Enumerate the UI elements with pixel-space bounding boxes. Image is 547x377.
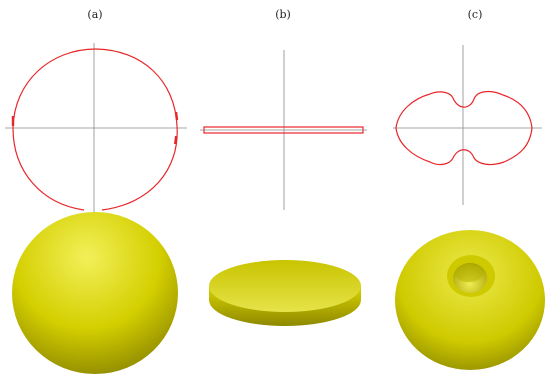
surface-render-b [209,260,361,326]
contour-plot-a [5,43,187,212]
contour-plot-c [393,45,542,205]
sphere-surface [12,212,178,374]
contour-tick-right2-a [174,135,177,145]
panel-label-a: (a) [87,8,103,21]
contour-tick-right-a [174,111,179,121]
surface-render-a [12,212,178,374]
contour-plot-b [200,50,367,210]
oblate-surface [395,230,545,370]
dimple-shadow [455,264,483,282]
contour-curve-a [12,48,178,211]
panel-label-c: (c) [467,8,483,21]
disc-top [209,260,361,312]
contour-curve-c [395,90,533,166]
panel-label-b: (b) [275,8,291,21]
surface-render-c [395,230,545,370]
